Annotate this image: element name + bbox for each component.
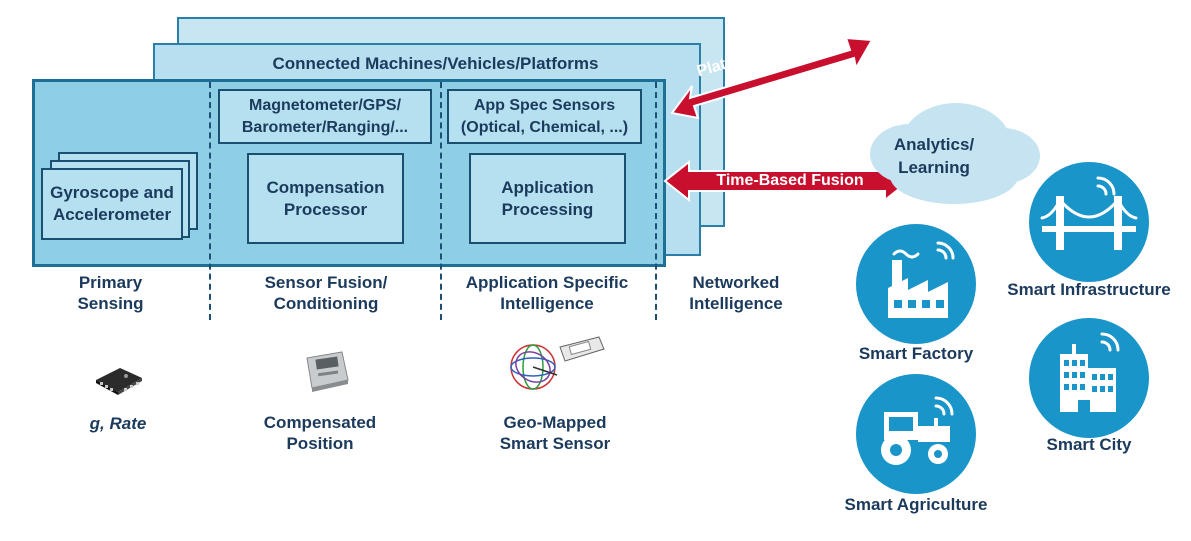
platform-fusion-arrow <box>670 36 874 120</box>
factory-icon <box>888 241 955 318</box>
smart-sensor-icon <box>510 336 605 390</box>
time-based-fusion-label: Time-Based Fusion <box>716 172 864 189</box>
column-label-application-intelligence: Application Specific Intelligence <box>465 273 629 313</box>
column-label-networked-intelligence: Networked Intelligence <box>689 273 783 313</box>
application-processing-box: Application Processing <box>469 153 626 244</box>
product-label-compensated-position: Compensated Position <box>263 413 377 453</box>
product-label-geo-mapped-sensor: Geo-Mapped Smart Sensor <box>499 413 611 453</box>
smart-factory-circle <box>856 224 976 344</box>
divider-3 <box>655 82 657 320</box>
chip-icon <box>96 368 142 395</box>
smart-infrastructure-circle <box>1029 162 1149 282</box>
divider-2 <box>440 82 442 320</box>
compensation-processor-box: Compensation Processor <box>247 153 404 244</box>
smart-agriculture-label: Smart Agriculture <box>844 495 988 514</box>
g-rate-text: g, Rate <box>89 414 147 433</box>
platforms-title: Connected Machines/Vehicles/Platforms <box>272 54 599 73</box>
analytics-learning-label: Analytics/ Learning <box>893 135 975 177</box>
cloud-icon <box>870 103 1040 204</box>
tractor-icon <box>881 396 954 465</box>
column-label-primary-sensing: Primary Sensing <box>77 273 144 313</box>
gyro-accelerometer-box: Gyroscope and Accelerometer <box>41 168 183 240</box>
app-spec-sensors-box: App Spec Sensors (Optical, Chemical, ...… <box>447 89 642 144</box>
column-label-sensor-fusion: Sensor Fusion/ Conditioning <box>264 273 388 313</box>
module-icon <box>306 351 349 392</box>
product-label-g-rate: g, Rate <box>68 414 168 434</box>
bridge-icon <box>1040 176 1138 250</box>
smart-infrastructure-label: Smart Infrastructure <box>1007 280 1171 299</box>
smart-factory-label: Smart Factory <box>858 344 974 363</box>
smart-city-label: Smart City <box>1046 435 1132 454</box>
divider-1 <box>209 82 211 320</box>
city-icon <box>1060 332 1120 412</box>
magnetometer-box: Magnetometer/GPS/ Barometer/Ranging/... <box>218 89 432 144</box>
